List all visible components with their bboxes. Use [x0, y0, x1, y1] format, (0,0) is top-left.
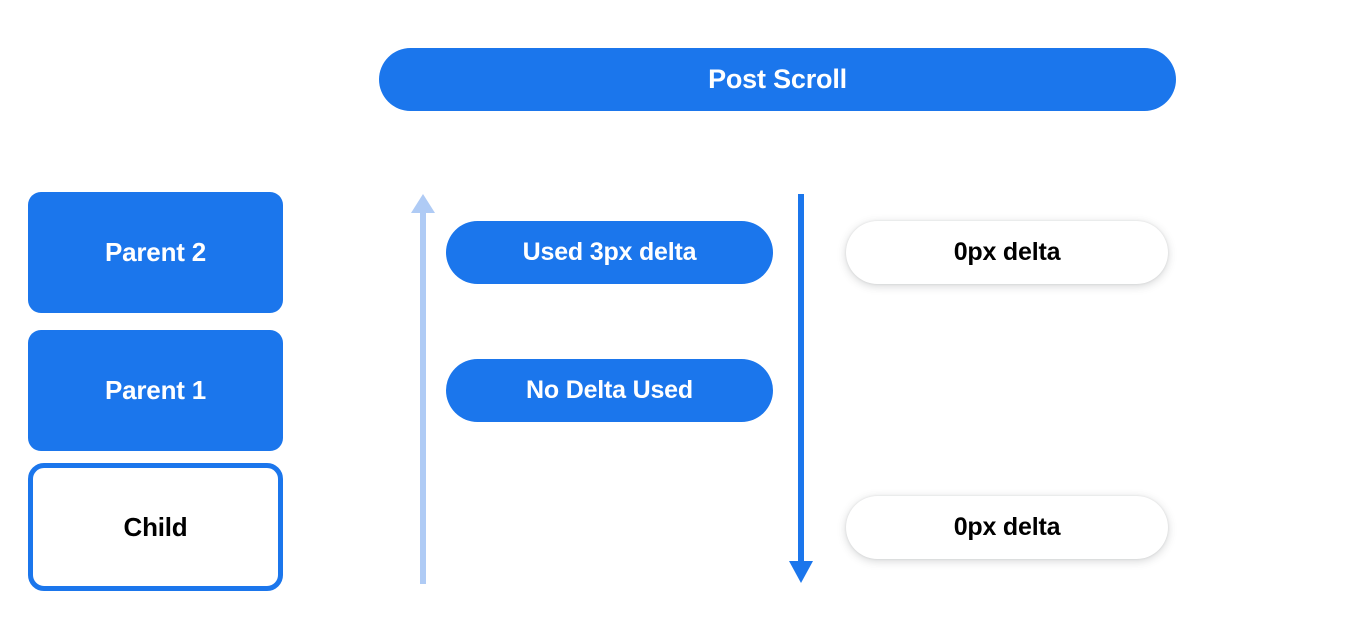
node-parent-2: Parent 2: [28, 192, 283, 313]
pill-used-3px-delta-label: Used 3px delta: [522, 238, 697, 266]
arrow-down-shaft: [798, 194, 804, 569]
arrow-up-head-icon: [411, 194, 435, 213]
scroll-chain-up-arrow-icon: [411, 194, 435, 584]
post-scroll-banner: Post Scroll: [379, 48, 1176, 111]
scroll-chain-down-arrow-icon: [789, 194, 813, 583]
pill-no-delta-used: No Delta Used: [446, 359, 773, 422]
pill-no-delta-used-label: No Delta Used: [526, 376, 693, 404]
node-parent-1-label: Parent 1: [104, 375, 206, 405]
pill-0px-delta-top: 0px delta: [846, 221, 1168, 284]
node-child-label: Child: [123, 511, 188, 542]
pill-used-3px-delta: Used 3px delta: [446, 221, 773, 284]
arrow-up-shaft: [420, 208, 426, 584]
pill-0px-delta-bottom: 0px delta: [846, 496, 1168, 559]
node-parent-1: Parent 1: [28, 330, 283, 451]
pill-0px-delta-top-label: 0px delta: [953, 238, 1061, 266]
arrow-down-head-icon: [789, 561, 813, 583]
banner-title: Post Scroll: [708, 64, 847, 94]
node-child: Child: [28, 463, 283, 591]
node-parent-2-label: Parent 2: [104, 237, 206, 267]
pill-0px-delta-bottom-label: 0px delta: [953, 513, 1061, 541]
